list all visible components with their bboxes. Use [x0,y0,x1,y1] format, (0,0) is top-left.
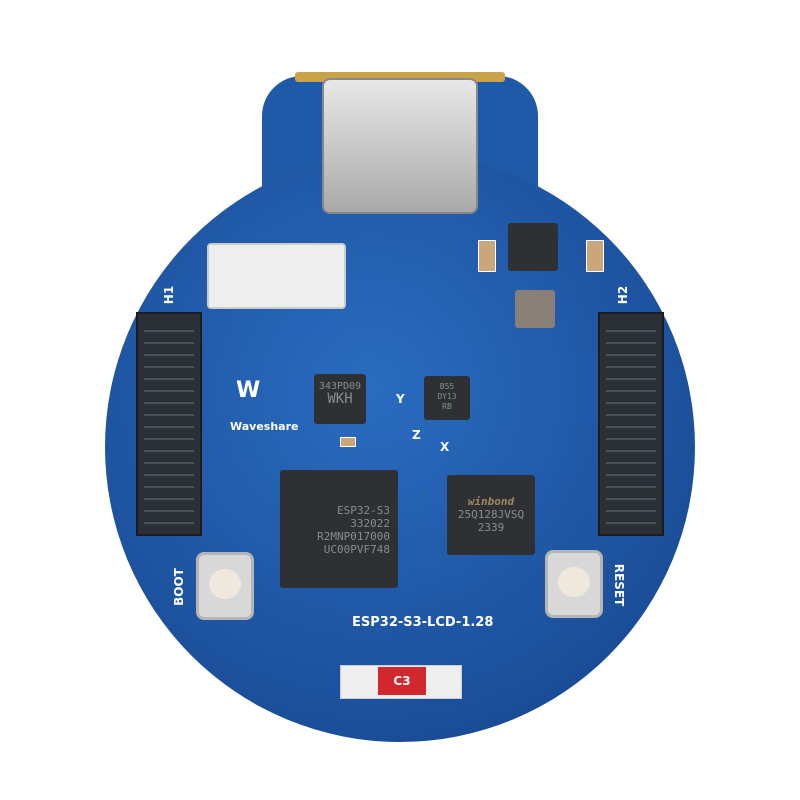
board-name: ESP32-S3-LCD-1.28 [352,615,494,630]
header-h1[interactable] [136,312,202,536]
mcu-line: UC00PVF748 [323,543,390,556]
buzzer [515,290,555,328]
imu-line: WKH [327,391,353,407]
brand-label: Waveshare [230,420,299,433]
label-h1: H1 [162,285,177,305]
regulator-chip [508,223,558,271]
mcu-line: R2MNP017000 [317,530,390,543]
flash-line: 25Q128JVSQ [457,508,525,521]
sensor-line: DY13 [437,392,457,401]
gold-edge [295,72,505,82]
capacitor [340,437,356,447]
capacitor [586,240,604,272]
boot-button[interactable] [196,552,254,620]
capacitor [478,240,496,272]
header-h2[interactable] [598,312,664,536]
label-h2: H2 [616,285,631,305]
antenna-label: C3 [378,667,426,695]
esp32-s3-chip: ESP32-S3 332022 R2MNP017000 UC00PVF748 [280,470,398,588]
axis-y-label: Y [396,392,405,406]
flash-line: 2339 [477,521,505,534]
mcu-line: 332022 [350,517,390,530]
imu-line: 343PD09 [318,381,362,392]
battery-connector[interactable] [207,243,346,309]
flash-brand: winbond [467,495,515,508]
mcu-line: ESP32-S3 [337,504,390,517]
waveshare-logo: W [236,378,261,403]
reset-button[interactable] [545,550,603,618]
axis-z-label: Z [412,428,421,442]
sensor-line: RB [442,402,452,411]
boot-label: BOOT [171,568,186,606]
reset-label: RESET [612,563,627,607]
flash-chip: winbond 25Q128JVSQ 2339 [447,475,535,555]
sensor-line: B55 [439,382,455,391]
axis-x-label: X [440,440,450,454]
usb-c-connector[interactable] [322,78,478,214]
